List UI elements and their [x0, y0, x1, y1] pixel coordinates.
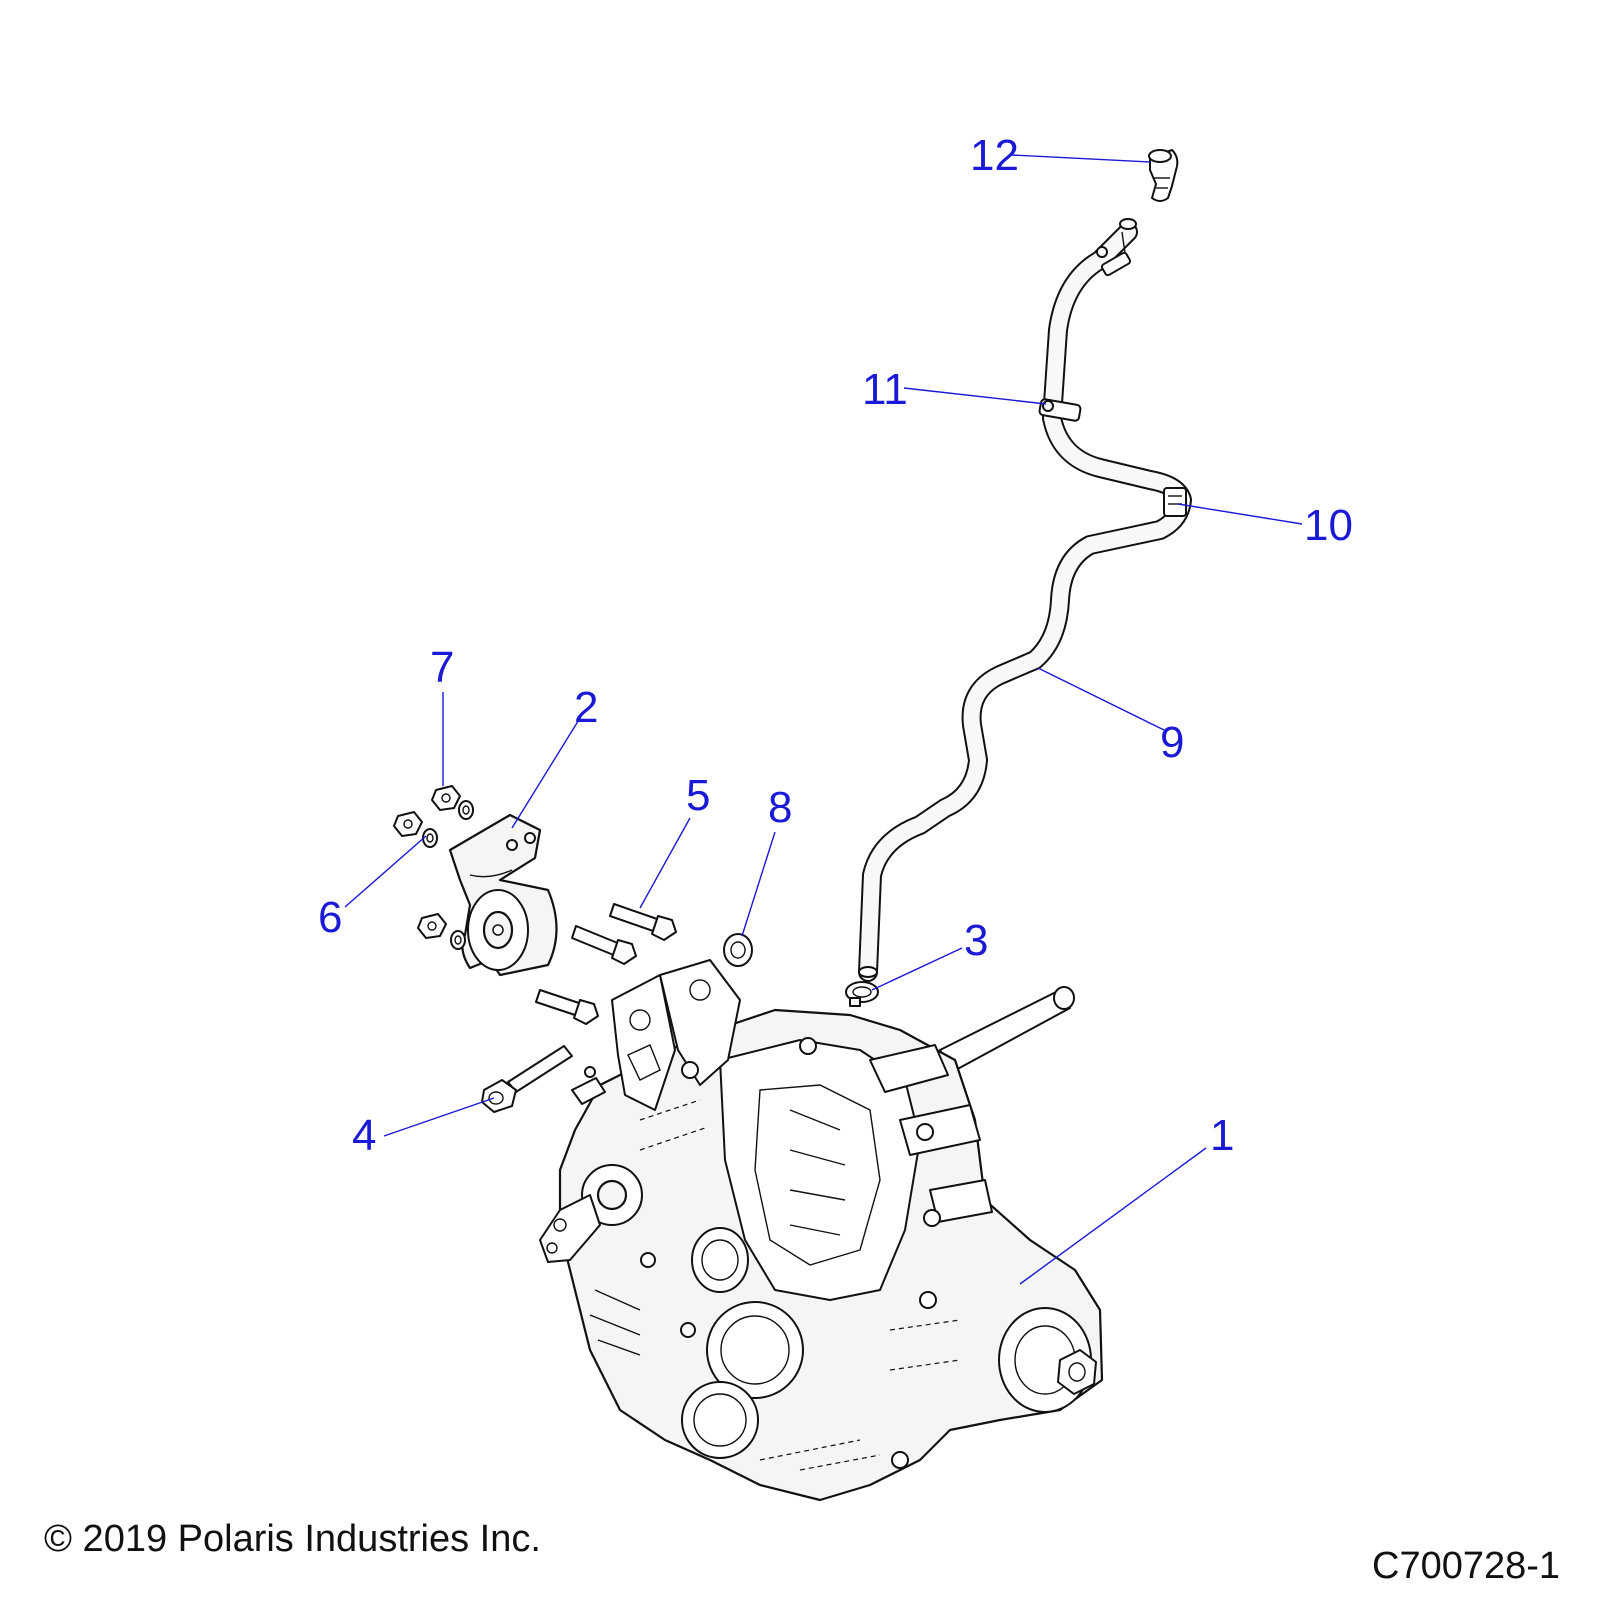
leader-11: [903, 387, 1047, 405]
leader-10: [1177, 503, 1303, 525]
engine-mount: [448, 813, 558, 977]
callout-7: 7: [430, 643, 454, 692]
hose-clip-top: [1096, 246, 1132, 277]
callout-4: 4: [352, 1111, 376, 1160]
vent-hose: [858, 218, 1192, 982]
figure-id: C700728-1: [1372, 1545, 1561, 1587]
callout-1: 1: [1210, 1111, 1234, 1160]
leader-2: [511, 717, 581, 829]
vent-fitting: [1148, 149, 1179, 202]
leader-1: [1019, 1147, 1207, 1285]
leader-4: [383, 1097, 495, 1137]
leader-9: [1037, 667, 1165, 731]
callout-9: 9: [1160, 718, 1184, 767]
transmission: [539, 959, 1104, 1502]
leader-lines: [344, 154, 1303, 1285]
hose-clip-10: [1163, 487, 1187, 517]
leader-5: [639, 817, 691, 909]
leader-3: [871, 947, 963, 991]
callout-12: 12: [970, 131, 1019, 180]
callout-11: 11: [862, 365, 908, 414]
hose-clamp-11: [1038, 398, 1082, 422]
hose-clamp-3: [845, 981, 879, 1007]
callout-10: 10: [1304, 501, 1353, 550]
callout-3: 3: [964, 916, 988, 965]
leader-12: [1011, 154, 1151, 163]
leader-8: [741, 831, 776, 937]
copyright-text: © 2019 Polaris Industries Inc.: [44, 1518, 541, 1560]
callout-6: 6: [318, 893, 342, 942]
leader-6: [344, 835, 427, 908]
callout-5: 5: [686, 771, 710, 820]
callout-2: 2: [574, 683, 598, 732]
callout-labels: 12 11 10 9 7 2 5 8 6 3 4 1: [318, 131, 1353, 1160]
spacer: [723, 933, 753, 967]
callout-8: 8: [768, 783, 792, 832]
